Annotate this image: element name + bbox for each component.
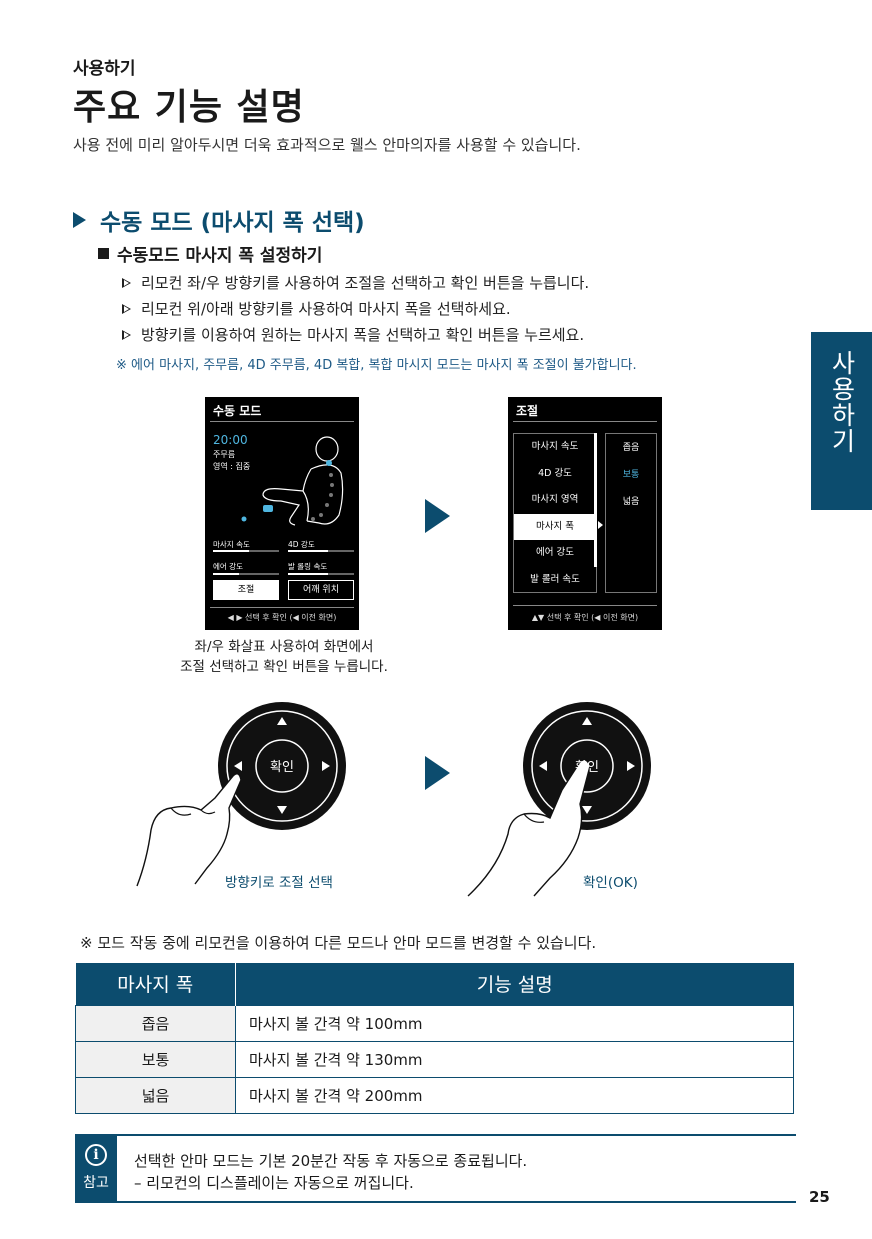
table-cell: 마사지 볼 간격 약 100mm — [235, 1004, 794, 1042]
left-arrow-icon — [234, 761, 242, 771]
intro-text: 사용 전에 미리 알아두시면 더욱 효과적으로 웰스 안마의자를 사용할 수 있… — [73, 136, 581, 154]
up-arrow-icon — [582, 717, 592, 725]
screen-title: 수동 모드 — [213, 404, 262, 418]
next-arrow-icon — [425, 499, 450, 533]
info-icon: i — [85, 1144, 107, 1166]
section-label: 사용하기 — [73, 59, 136, 79]
table-header-row: 마사지 폭 기능 설명 — [75, 963, 794, 1005]
next-arrow-icon — [425, 756, 450, 790]
outline-triangle-icon — [122, 329, 131, 340]
down-arrow-icon — [582, 806, 592, 814]
scrollbar[interactable] — [594, 433, 597, 567]
width-options: 좁음 보통 넓음 — [605, 433, 657, 593]
table-row: 좁음 마사지 볼 간격 약 100mm — [75, 1004, 794, 1042]
mode-label: 주무름 — [213, 450, 236, 459]
remote-caption-right: 확인(OK) — [583, 875, 638, 891]
divider — [210, 607, 354, 608]
speed-bar — [213, 550, 279, 552]
up-arrow-icon — [277, 717, 287, 725]
subheading: 수동모드 마사지 폭 설정하기 — [98, 241, 322, 266]
adjust-button[interactable]: 조절 — [213, 580, 279, 600]
triangle-bullet-icon — [73, 212, 86, 228]
adjust-menu-item[interactable]: 에어 강도 — [536, 547, 574, 559]
table-cell: 마사지 볼 간격 약 130mm — [235, 1040, 794, 1078]
adjust-menu-item[interactable]: 마사지 폭 — [514, 513, 596, 541]
step-text: 방향키를 이용하여 원하는 마사지 폭을 선택하고 확인 버튼을 누르세요. — [141, 326, 585, 344]
reference-text-1: 선택한 안마 모드는 기본 20분간 작동 후 자동으로 종료됩니다. — [134, 1152, 528, 1170]
screen-title: 조절 — [516, 404, 539, 418]
reference-text-2: – 리모컨의 디스플레이는 자동으로 꺼집니다. — [134, 1174, 414, 1192]
screen-footer: ◀ ▶ 선택 후 확인 (◀ 이전 화면) — [227, 613, 337, 622]
caption-line: 조절 선택하고 확인 버튼을 누릅니다. — [180, 659, 388, 675]
table-header: 기능 설명 — [235, 963, 794, 1005]
ok-button-label-pressed[interactable]: 확인 — [575, 760, 599, 775]
remote-caption-left: 방향키로 조절 선택 — [225, 875, 333, 891]
divider — [513, 605, 657, 606]
pointer-right-icon — [598, 521, 603, 529]
width-option-wide[interactable]: 넓음 — [622, 497, 640, 507]
table-cell: 마사지 볼 간격 약 200mm — [235, 1076, 794, 1114]
ok-button-label[interactable]: 확인 — [270, 760, 294, 775]
adjust-menu-item[interactable]: 마사지 속도 — [531, 441, 579, 452]
step-3: 방향키를 이용하여 원하는 마사지 폭을 선택하고 확인 버튼을 누르세요. — [122, 324, 584, 345]
table-row: 보통 마사지 볼 간격 약 130mm — [75, 1040, 794, 1078]
timer: 20:00 — [213, 433, 248, 447]
side-tab: 사용하기 — [811, 332, 872, 510]
massage-chair-figure — [241, 436, 344, 526]
table-cell: 넓음 — [75, 1076, 236, 1114]
width-option-normal[interactable]: 보통 — [622, 470, 640, 480]
adjust-menu-item[interactable]: 마사지 영역 — [531, 494, 579, 506]
air-strength-label: 에어 강도 — [213, 562, 243, 571]
step-text: 리모컨 위/아래 방향키를 사용하여 마사지 폭을 선택하세요. — [141, 300, 511, 318]
table-row: 넓음 마사지 볼 간격 약 200mm — [75, 1076, 794, 1114]
section-heading: 수동 모드 (마사지 폭 선택) — [73, 203, 365, 237]
mode-change-note: ※ 모드 작동 중에 리모컨을 이용하여 다른 모드나 안마 모드를 변경할 수… — [80, 934, 597, 952]
square-bullet-icon — [98, 248, 109, 259]
table-cell: 보통 — [75, 1040, 236, 1078]
outline-triangle-icon — [122, 277, 131, 288]
table-cell: 좁음 — [75, 1004, 236, 1042]
reference-badge: i 참고 — [75, 1136, 117, 1201]
divider — [513, 421, 657, 422]
page-number: 25 — [809, 1188, 830, 1206]
4d-strength-label: 4D 강도 — [288, 540, 315, 549]
subheading-text: 수동모드 마사지 폭 설정하기 — [117, 246, 323, 266]
side-tab-label: 사용하기 — [827, 350, 857, 454]
remote-left-illustration — [136, 702, 346, 887]
down-arrow-icon — [277, 806, 287, 814]
adjust-menu-item[interactable]: 4D 강도 — [538, 467, 572, 479]
table-header: 마사지 폭 — [75, 963, 236, 1005]
restriction-note: ※ 에어 마사지, 주무름, 4D 주무름, 4D 복합, 복합 마시지 모드는… — [116, 358, 637, 373]
right-arrow-icon — [322, 761, 330, 771]
4d-strength-bar — [288, 550, 354, 552]
area-label: 영역 : 집중 — [213, 462, 251, 471]
adjust-menu-item[interactable]: 발 롤러 속도 — [530, 573, 580, 585]
left-arrow-icon — [539, 761, 547, 771]
speed-label: 마사지 속도 — [213, 540, 250, 549]
caption-line: 좌/우 화살표 사용하여 화면에서 — [194, 639, 374, 655]
screen-footer: ▲▼ 선택 후 확인 (◀ 이전 화면) — [531, 613, 639, 622]
manual-mode-screen: 수동 모드 20:00 주무름 영역 : 집중 마사지 속도 4D 강도 에어 … — [205, 397, 359, 630]
air-strength-bar — [213, 573, 279, 575]
divider — [210, 421, 354, 422]
reference-label: 참고 — [83, 1175, 109, 1191]
right-arrow-icon — [627, 761, 635, 771]
screen-caption: 좌/우 화살표 사용하여 화면에서 조절 선택하고 확인 버튼을 누릅니다. — [155, 637, 413, 677]
shoulder-position-button[interactable]: 어깨 위치 — [288, 580, 354, 600]
step-text: 리모컨 좌/우 방향키를 사용하여 조절을 선택하고 확인 버튼을 누릅니다. — [141, 274, 590, 292]
foot-rolling-label: 발 롤링 속도 — [288, 562, 328, 571]
massage-width-table: 마사지 폭 기능 설명 좁음 마사지 볼 간격 약 100mm 보통 마사지 볼… — [75, 963, 794, 1114]
step-2: 리모컨 위/아래 방향키를 사용하여 마사지 폭을 선택하세요. — [122, 298, 511, 319]
remote-right-illustration — [467, 702, 651, 897]
page-title: 주요 기능 설명 — [73, 87, 305, 128]
foot-rolling-bar — [288, 573, 354, 575]
reference-divider-top — [75, 1134, 796, 1136]
section-heading-text: 수동 모드 (마사지 폭 선택) — [100, 210, 365, 236]
width-option-narrow[interactable]: 좁음 — [622, 443, 640, 453]
reference-divider-bottom — [75, 1201, 796, 1203]
outline-triangle-icon — [122, 303, 131, 314]
step-1: 리모컨 좌/우 방향키를 사용하여 조절을 선택하고 확인 버튼을 누릅니다. — [122, 272, 589, 293]
